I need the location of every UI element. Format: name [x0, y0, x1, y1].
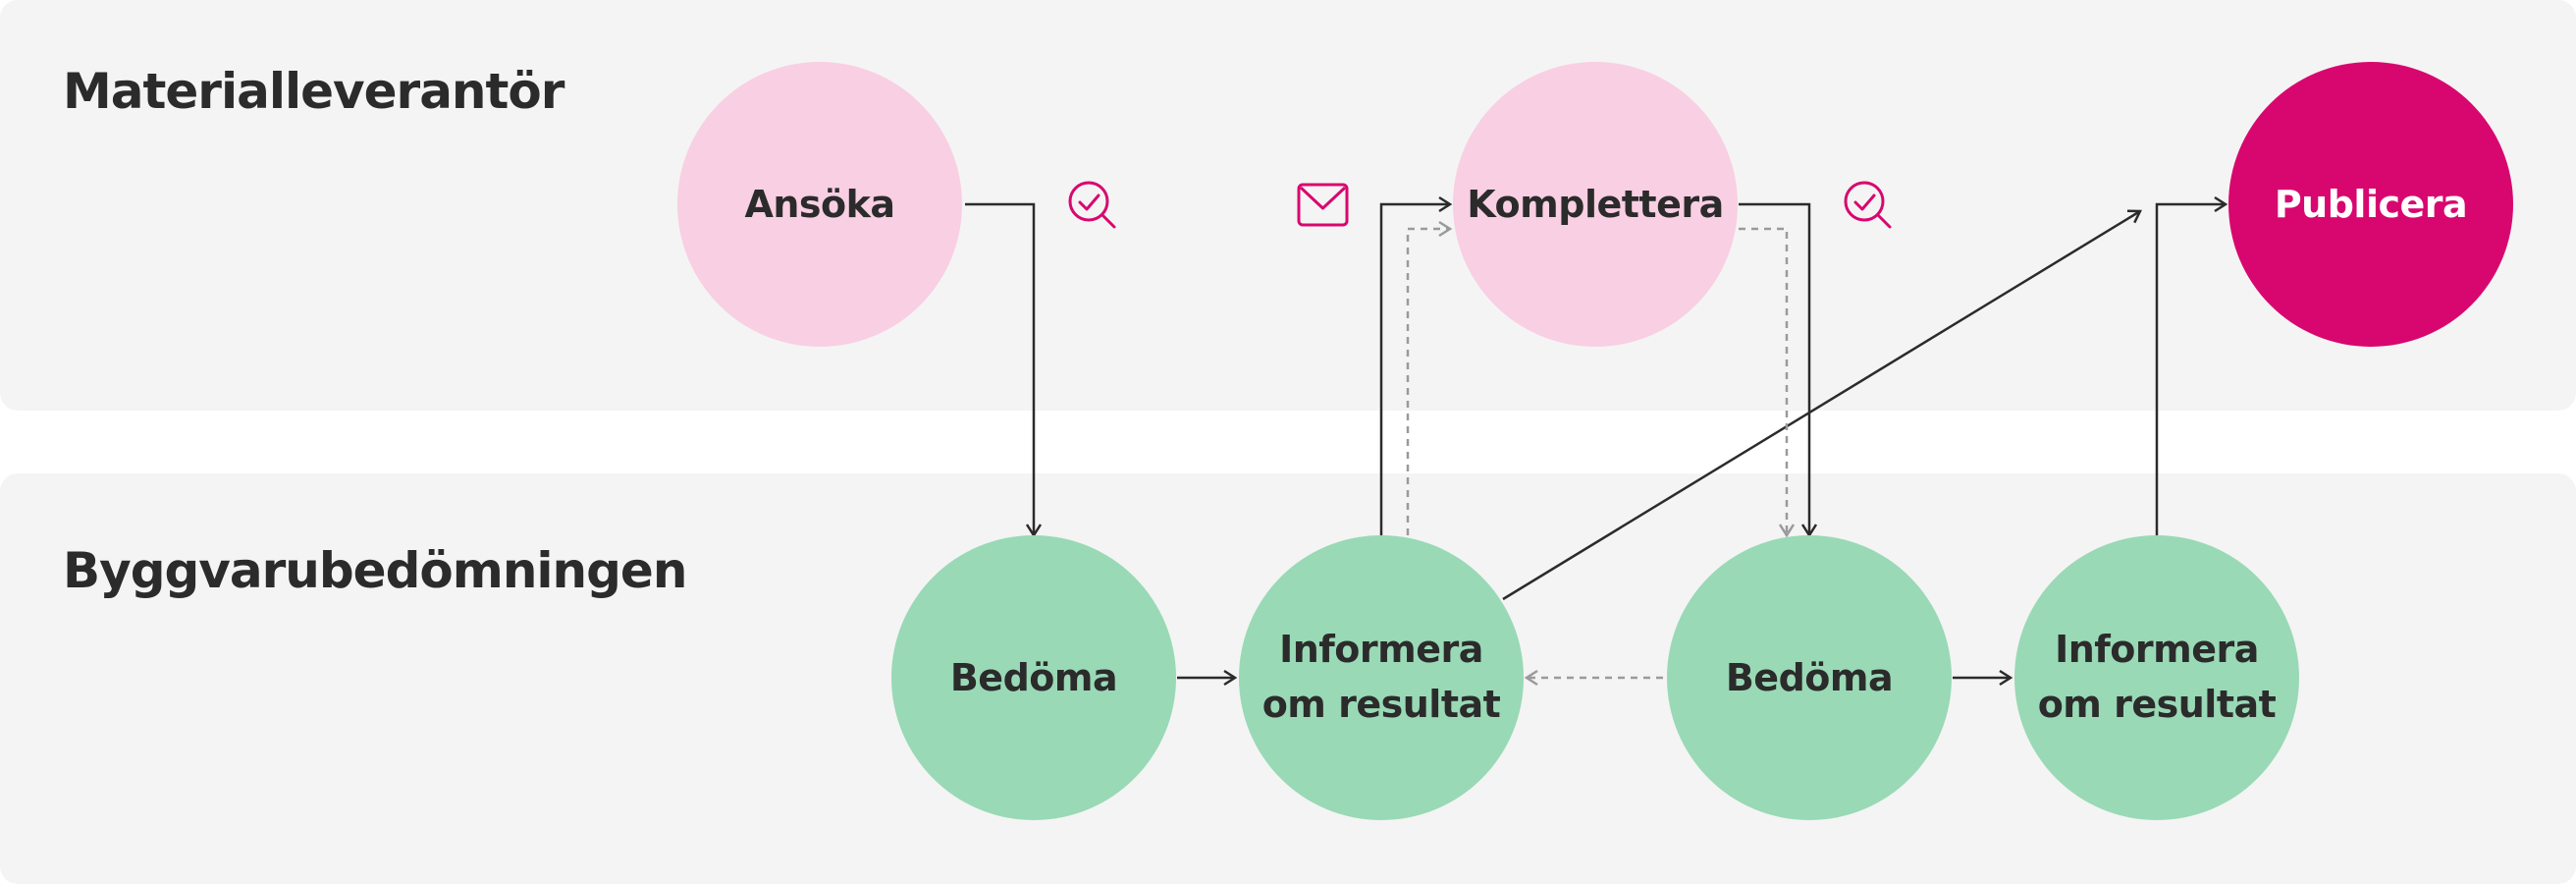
- node-apply: Ansöka: [677, 62, 962, 347]
- node-assess-2: Bedöma: [1667, 535, 1952, 820]
- node-label-assess-1: Bedöma: [950, 656, 1117, 699]
- node-inform-2: Informera om resultat: [2014, 535, 2299, 820]
- node-inform-1: Informera om resultat: [1239, 535, 1524, 820]
- node-label-inform-2-line2: om resultat: [2038, 683, 2277, 726]
- arrow-inform-to-publish: [1502, 209, 2142, 601]
- node-assess-1: Bedöma: [891, 535, 1176, 820]
- node-publish: Publicera: [2228, 62, 2513, 347]
- node-label-inform-1-line1: Informera: [1279, 628, 1483, 671]
- node-label-assess-2: Bedöma: [1726, 656, 1893, 699]
- node-label-publish: Publicera: [2275, 183, 2467, 226]
- search-check-icon: [1068, 181, 1116, 229]
- node-label-apply: Ansöka: [744, 183, 894, 226]
- node-complete: Komplettera: [1453, 62, 1738, 347]
- dashed-arrow-inform-to-complete: [1406, 220, 1453, 535]
- search-check-icon: [1844, 181, 1892, 229]
- arrow-apply-to-assess: [965, 202, 1043, 538]
- arrow-inform-to-complete: [1379, 195, 1453, 535]
- lane-materialleverantor: Materialleverantör: [0, 0, 2576, 411]
- dashed-arrow-complete-to-assess: [1739, 227, 1796, 538]
- arrow-inform-2-to-publish: [2155, 195, 2228, 535]
- arrow-complete-to-assess: [1739, 202, 1818, 538]
- lane-title-supplier: Materialleverantör: [63, 63, 564, 120]
- node-label-inform-2-line1: Informera: [2055, 628, 2259, 671]
- node-label-inform-1-line2: om resultat: [1262, 683, 1501, 726]
- node-label-complete: Komplettera: [1467, 183, 1723, 226]
- envelope-icon: [1297, 183, 1349, 227]
- lane-title-assessment: Byggvarubedömningen: [63, 542, 687, 599]
